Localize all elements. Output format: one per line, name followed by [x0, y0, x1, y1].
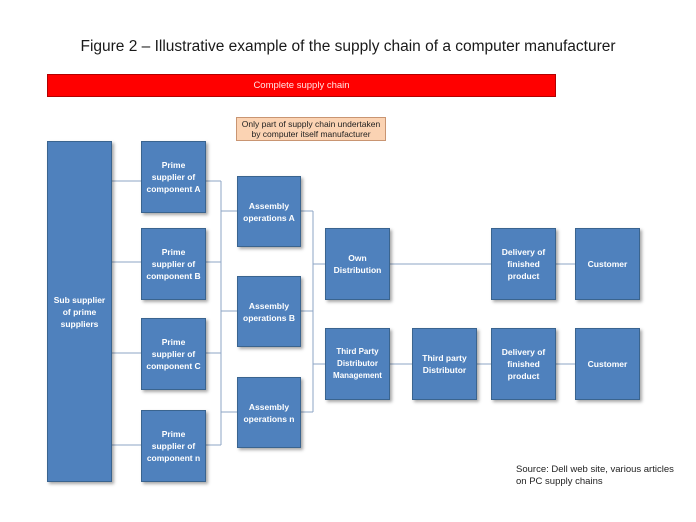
- node-third-party-distributor-management: Third Party Distributor Management: [325, 328, 390, 400]
- manufacturer-scope-note: Only part of supply chain undertaken by …: [236, 117, 386, 141]
- figure-title: Figure 2 – Illustrative example of the s…: [80, 38, 616, 55]
- node-customer-own: Customer: [575, 228, 640, 300]
- node-third-party-distributor: Third party Distributor: [412, 328, 477, 400]
- node-prime-supplier-n: Prime supplier of component n: [141, 410, 206, 482]
- source-citation: Source: Dell web site, various articles …: [516, 464, 674, 487]
- node-sub-supplier: Sub supplier of prime suppliers: [47, 141, 112, 482]
- complete-supply-chain-banner: Complete supply chain: [47, 74, 556, 97]
- node-assembly-a: Assembly operations A: [237, 176, 301, 247]
- node-delivery-finished-product-own: Delivery of finished product: [491, 228, 556, 300]
- node-prime-supplier-b: Prime supplier of component B: [141, 228, 206, 300]
- node-own-distribution: Own Distribution: [325, 228, 390, 300]
- node-assembly-b: Assembly operations B: [237, 276, 301, 347]
- node-customer-third-party: Customer: [575, 328, 640, 400]
- node-delivery-finished-product-third-party: Delivery of finished product: [491, 328, 556, 400]
- node-assembly-n: Assembly operations n: [237, 377, 301, 448]
- node-prime-supplier-a: Prime supplier of component A: [141, 141, 206, 213]
- node-prime-supplier-c: Prime supplier of component C: [141, 318, 206, 390]
